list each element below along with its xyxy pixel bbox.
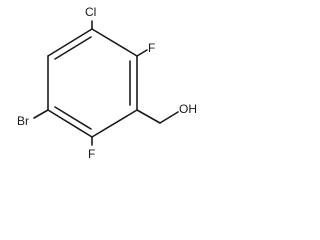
bond-c5-ch2 (136, 109, 161, 124)
ring-double-bond-c1-c2 (54, 36, 92, 60)
bond-c6-fluorine-top (136, 49, 148, 57)
ring-bond-c3-c4 (47, 109, 93, 138)
bond-ch2-oh (159, 111, 179, 124)
fluorine-top-label: F (148, 41, 155, 55)
chlorine-label: Cl (85, 5, 96, 19)
hydroxyl-label: OH (179, 102, 197, 116)
ring-bond-c6-c1 (91, 28, 138, 57)
ring-double-bond-c3-c4 (54, 106, 92, 130)
fluorine-bottom-label: F (88, 147, 95, 161)
bromine-label: Br (17, 114, 29, 128)
bond-c3-bromine (33, 109, 49, 119)
ring-bond-c1-c2 (47, 28, 93, 57)
molecule-structure: Cl F Br F OH (17, 5, 197, 161)
ring-bond-c4-c5 (91, 109, 138, 138)
